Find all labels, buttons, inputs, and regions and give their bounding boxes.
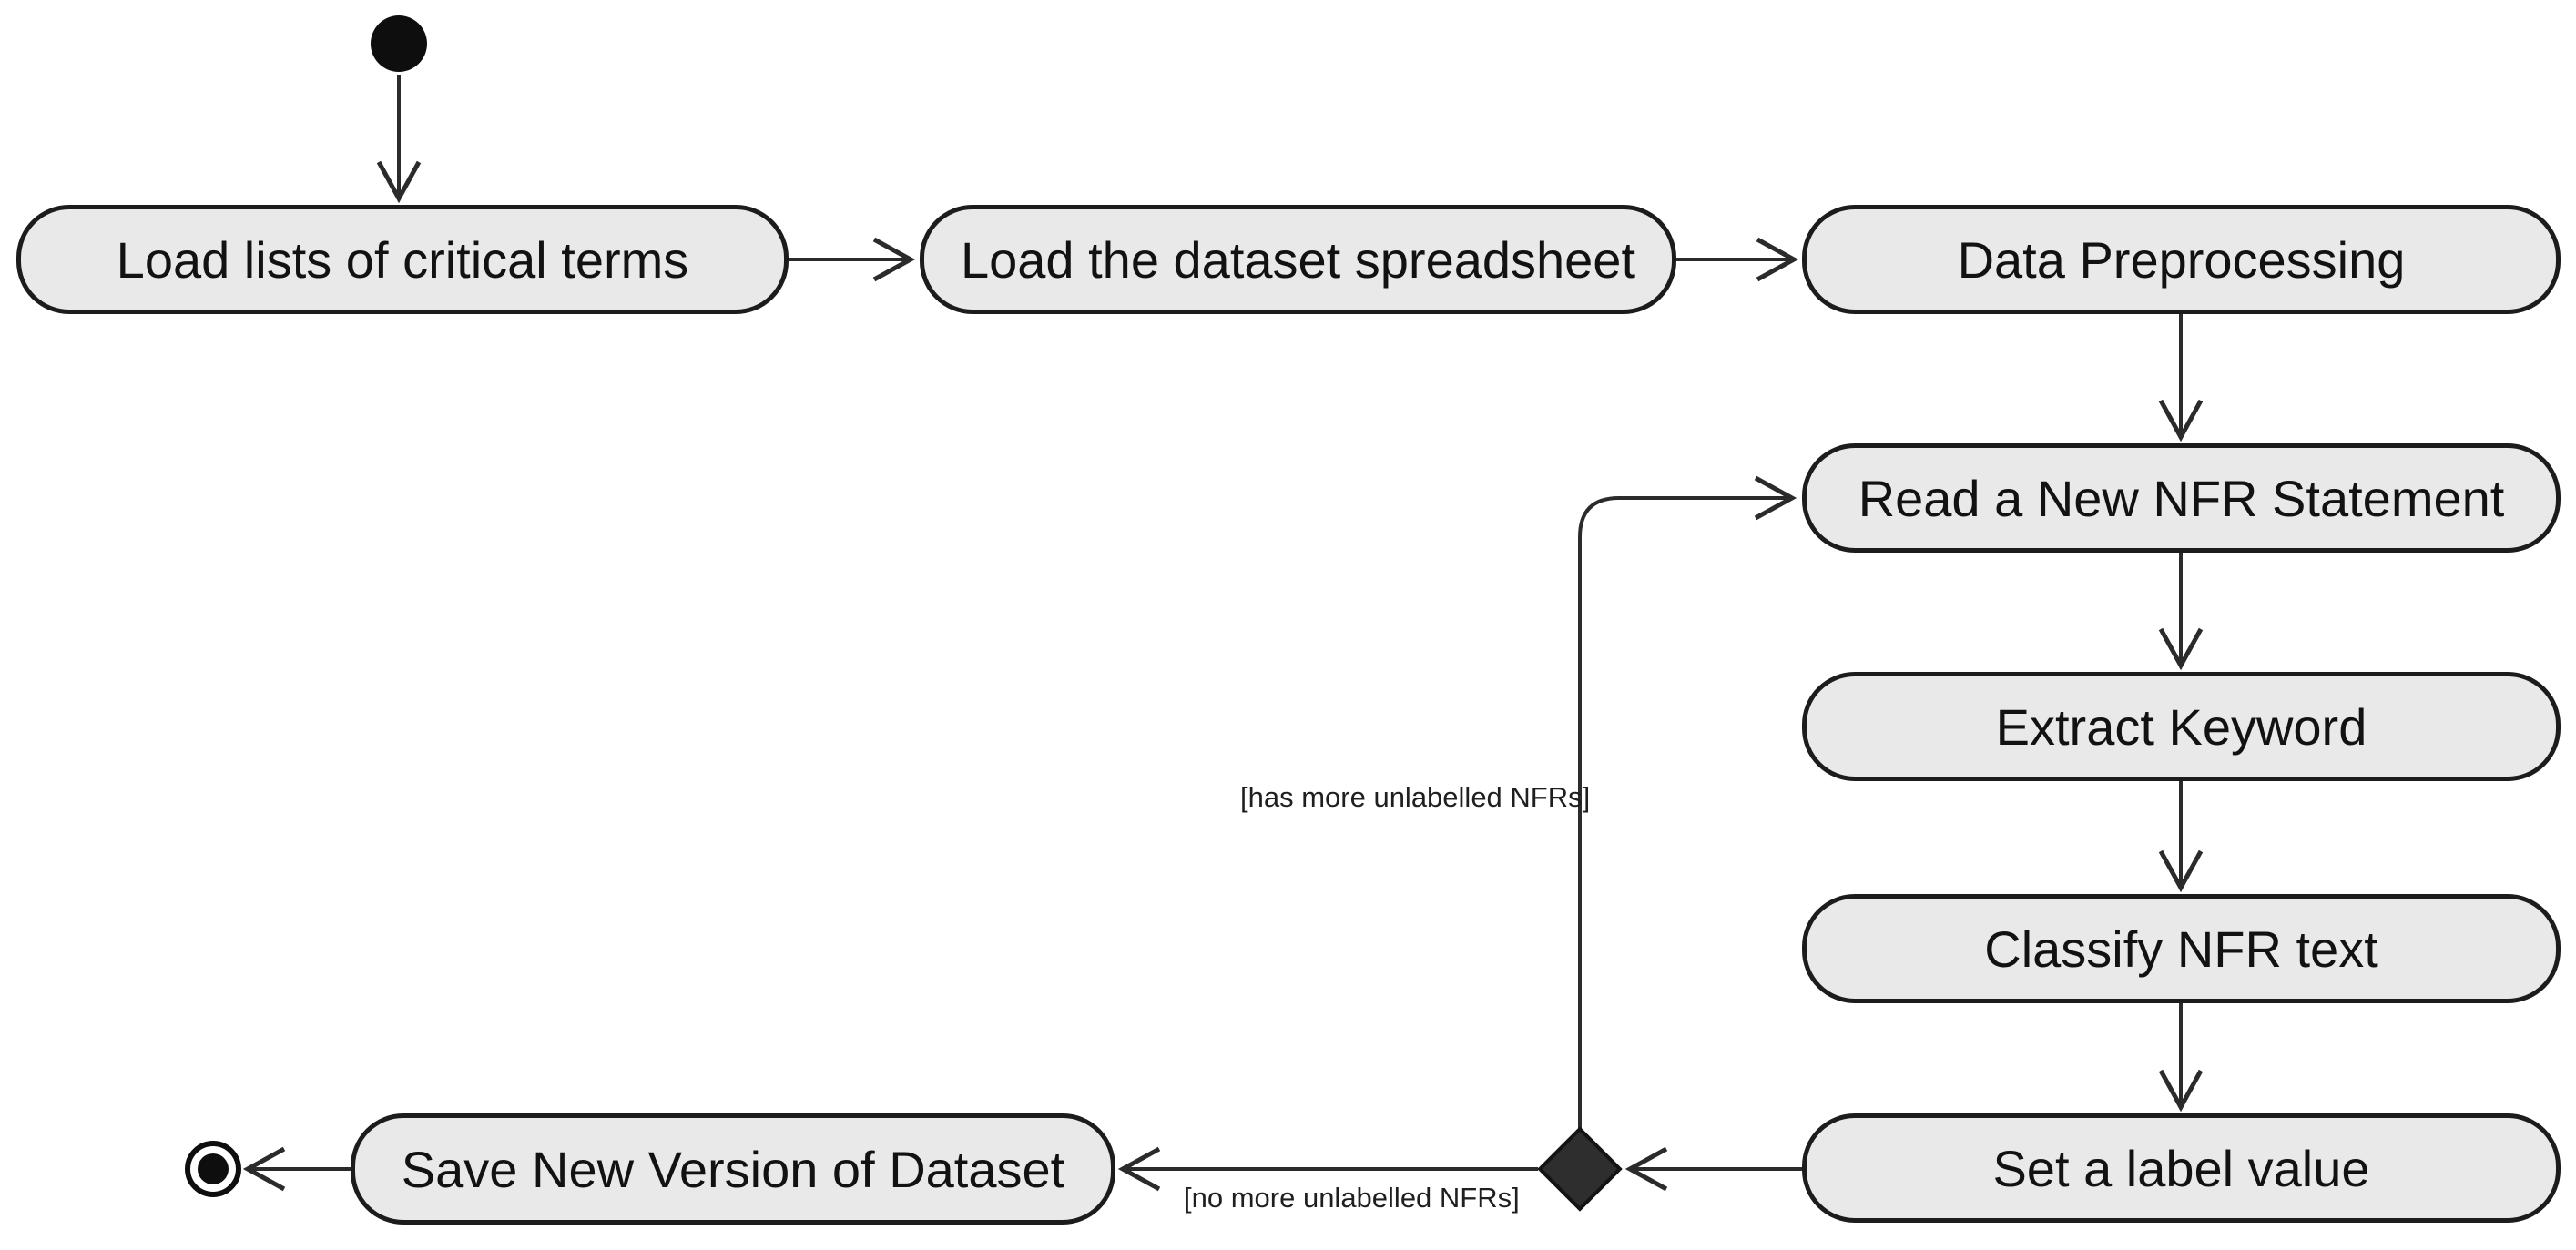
- decision-diamond-icon: [1537, 1126, 1623, 1212]
- initial-node-icon: [371, 15, 427, 72]
- activity-read-nfr: Read a New NFR Statement: [1802, 443, 2561, 553]
- guard-has-more-unlabelled-nfrs: [has more unlabelled NFRs]: [1240, 781, 1591, 813]
- activity-save-dataset: Save New Version of Dataset: [351, 1113, 1115, 1225]
- activity-save-dataset-label: Save New Version of Dataset: [401, 1140, 1065, 1198]
- activity-set-label-label: Set a label value: [1992, 1139, 2370, 1197]
- activity-load-terms: Load lists of critical terms: [16, 205, 789, 314]
- activity-load-terms-label: Load lists of critical terms: [116, 230, 689, 289]
- edge-decision-loop-to-read-nfr: [1578, 475, 1797, 1129]
- activity-set-label: Set a label value: [1802, 1113, 2561, 1223]
- activity-extract-keyword: Extract Keyword: [1802, 672, 2561, 781]
- activity-extract-keyword-label: Extract Keyword: [1995, 697, 2367, 756]
- activity-data-preprocessing-label: Data Preprocessing: [1957, 230, 2406, 289]
- activity-load-dataset: Load the dataset spreadsheet: [920, 205, 1676, 314]
- final-node-icon: [185, 1141, 241, 1197]
- final-node-dot-icon: [198, 1153, 229, 1184]
- guard-no-more-unlabelled-nfrs: [no more unlabelled NFRs]: [1184, 1182, 1520, 1214]
- activity-classify-nfr: Classify NFR text: [1802, 894, 2561, 1003]
- activity-classify-nfr-label: Classify NFR text: [1984, 920, 2378, 978]
- activity-read-nfr-label: Read a New NFR Statement: [1858, 469, 2505, 527]
- activity-data-preprocessing: Data Preprocessing: [1802, 205, 2561, 314]
- activity-load-dataset-label: Load the dataset spreadsheet: [960, 230, 1635, 289]
